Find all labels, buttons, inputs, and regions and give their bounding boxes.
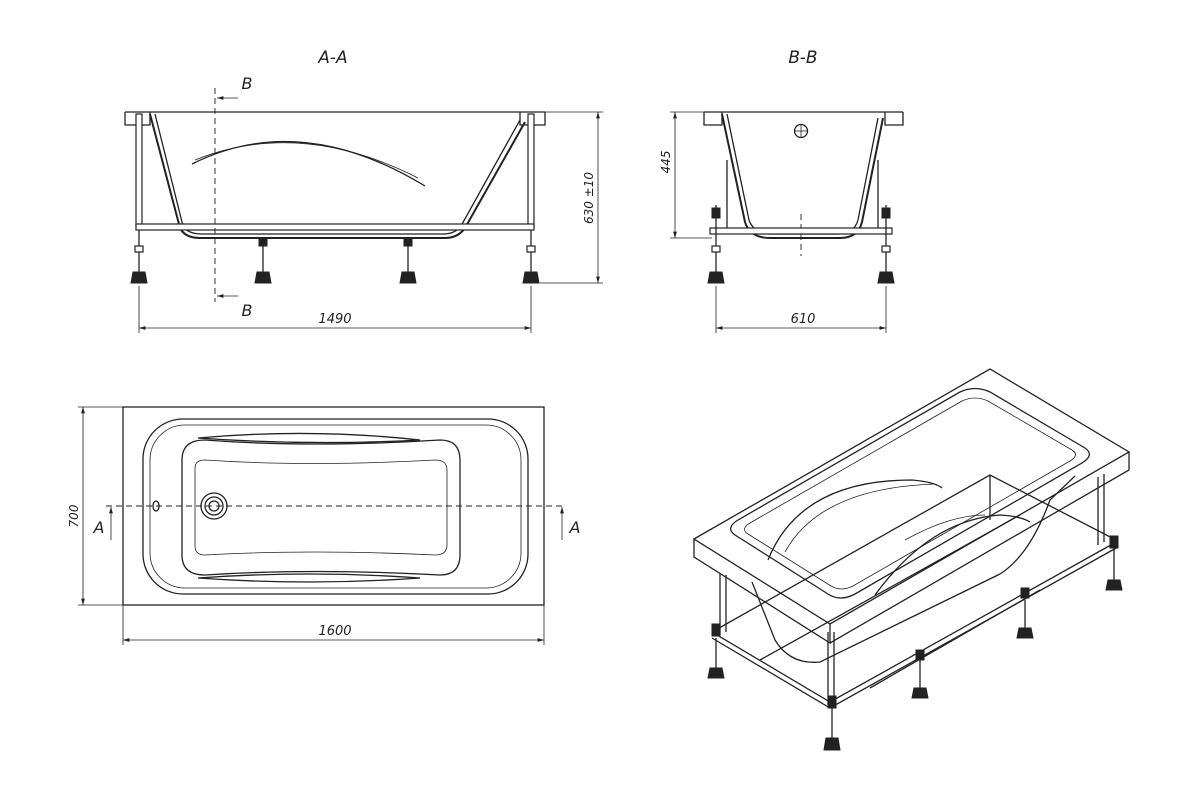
frame-leg-right-aa [527,113,535,227]
iso-frame [711,474,1119,709]
tub-rim-aa [124,111,546,126]
iso-rim-side-front [693,539,831,645]
section-bb-view: B-B 445 610 [659,48,904,333]
tub-rim-inner-top [142,418,529,595]
iso-foot-5 [1105,535,1123,591]
iso-shell-outer [751,475,1076,663]
dim-label-1490: 1490 [318,312,351,327]
iso-foot-3 [911,649,929,699]
dim-label-630: 630 ±10 [582,172,596,224]
frame-rail-bb [709,227,893,235]
section-mark-a-left: A [93,518,105,537]
tub-basin-inner-top [194,459,448,556]
foot-1-aa [130,230,148,284]
tub-basin-outer-top [181,439,461,576]
tub-rim-inner2-top [149,424,522,589]
frame-rail-aa [135,223,535,231]
drain-icon [200,492,228,520]
section-aa-title: A-A [317,48,347,68]
iso-basin-inner [744,397,1076,590]
foot-2-aa [254,237,272,284]
dim-label-610: 610 [791,312,816,327]
frame-leg-left-aa [135,113,143,227]
foot-4-aa [522,230,540,284]
overflow-hole-icon [793,123,809,139]
section-bb-title: B-B [788,48,817,68]
top-view: A A 700 1600 [67,406,581,645]
section-aa-view: A-A B B 1490 [124,48,603,333]
section-mark-b-top: B [242,74,253,93]
iso-foot-4 [1016,587,1034,639]
iso-headrest-curve-inner [784,483,936,553]
isometric-view [692,368,1131,751]
section-mark-a-right: A [569,518,581,537]
tub-shell-outer-aa [149,113,526,239]
tub-shell-inner-aa [154,113,521,235]
armrest-top-left [197,432,421,444]
dim-label-1600: 1600 [318,624,351,639]
headrest-curve-aa [191,140,426,187]
dim-label-700: 700 [67,504,81,527]
iso-foot-2 [823,695,841,751]
iso-rim-top [692,368,1131,625]
foot-3-aa [399,237,417,284]
tub-shell-inner-bb [726,113,879,235]
tub-rim-bb [703,111,904,126]
iso-foot-1 [707,623,725,679]
iso-armrest-curve [874,514,1031,596]
iso-headrest-curve [767,479,943,561]
iso-basin-opening [730,387,1090,599]
tub-shell-outer-bb [721,113,884,239]
headrest-curve-inner-aa [194,142,419,179]
tub-outline-top [122,406,545,606]
foot-left-bb [707,205,725,284]
foot-right-bb [877,205,895,284]
section-mark-b-bottom: B [242,301,253,320]
dim-label-445: 445 [659,151,673,174]
iso-basin-floor-line [904,514,986,541]
armrest-top-right [197,573,421,583]
iso-rim-side-right [829,452,1130,644]
